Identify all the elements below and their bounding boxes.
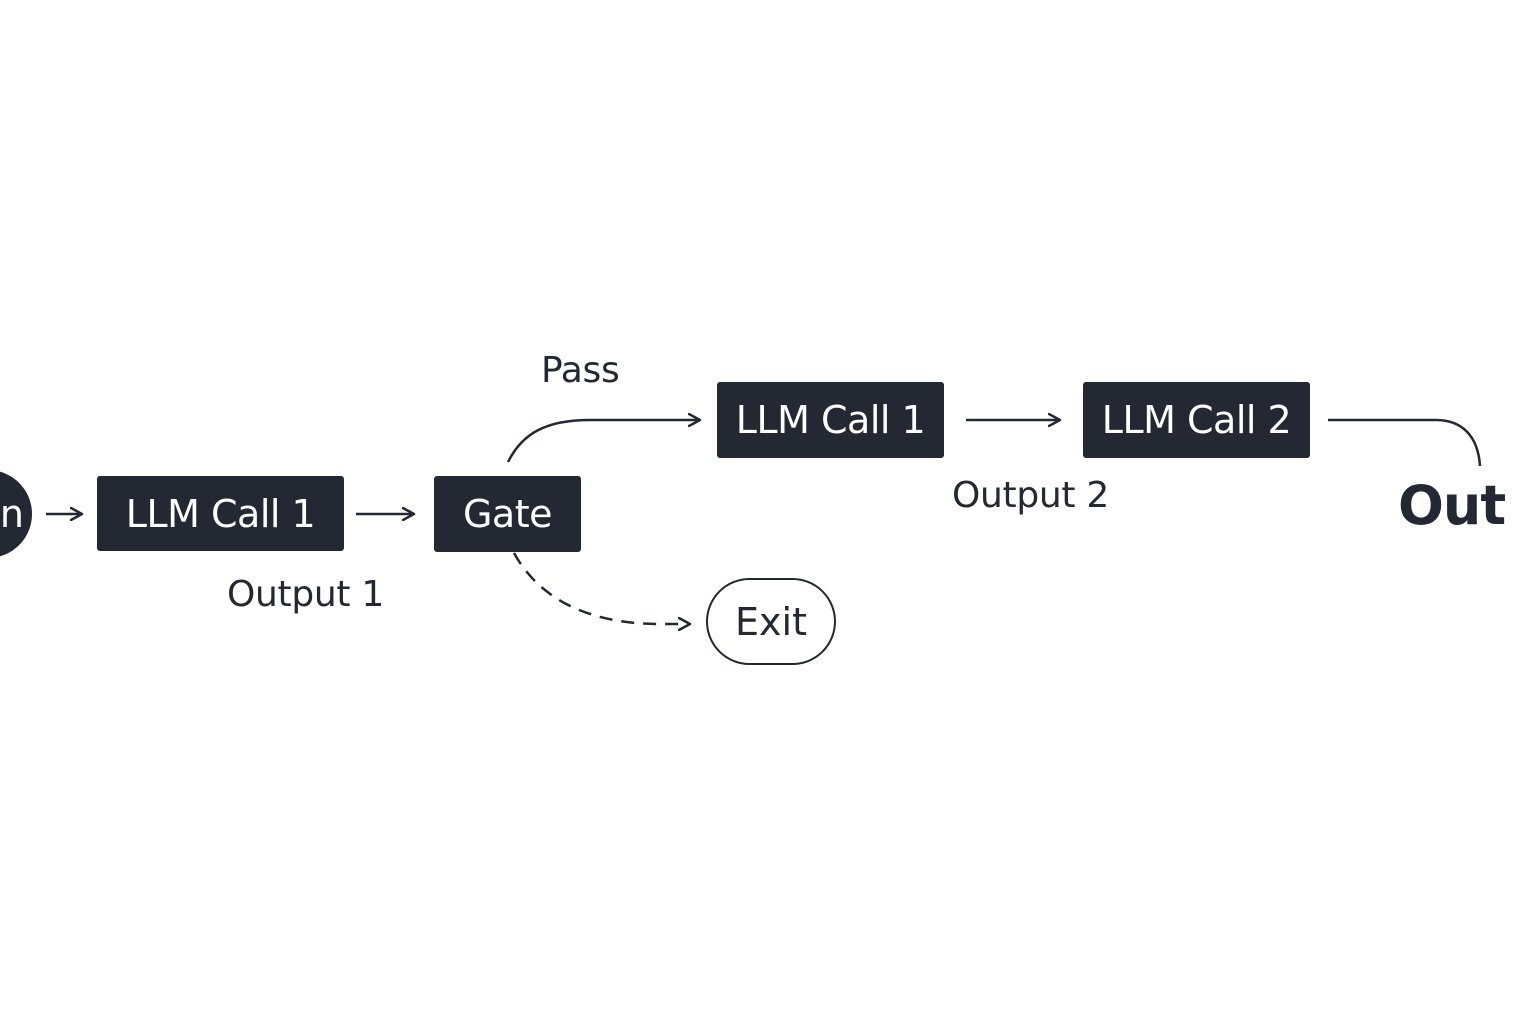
gate-node: Gate [434, 476, 581, 552]
llm-call-2-node: LLM Call 2 [1083, 382, 1310, 458]
edge-gate-to-exit [512, 552, 690, 624]
edge-gate-pass-to-llm-call-1 [506, 420, 700, 463]
exit-label: Exit [735, 599, 807, 644]
llm-call-1-first-label: LLM Call 1 [125, 491, 316, 536]
llm-call-1-second-label: LLM Call 1 [735, 398, 926, 442]
output-1-label: Output 1 [227, 574, 384, 615]
pass-label: Pass [541, 350, 620, 391]
gate-label: Gate [462, 492, 553, 536]
out-label: Out [1398, 474, 1506, 537]
start-node: n [0, 470, 32, 558]
exit-node: Exit [706, 578, 836, 665]
llm-call-1-first-node: LLM Call 1 [97, 476, 344, 551]
output-2-label: Output 2 [952, 475, 1109, 516]
llm-call-2-label: LLM Call 2 [1101, 398, 1292, 442]
llm-call-1-second-node: LLM Call 1 [717, 382, 944, 458]
edge-llm-call-2-to-out [1328, 418, 1482, 467]
start-node-label: n [0, 492, 24, 536]
